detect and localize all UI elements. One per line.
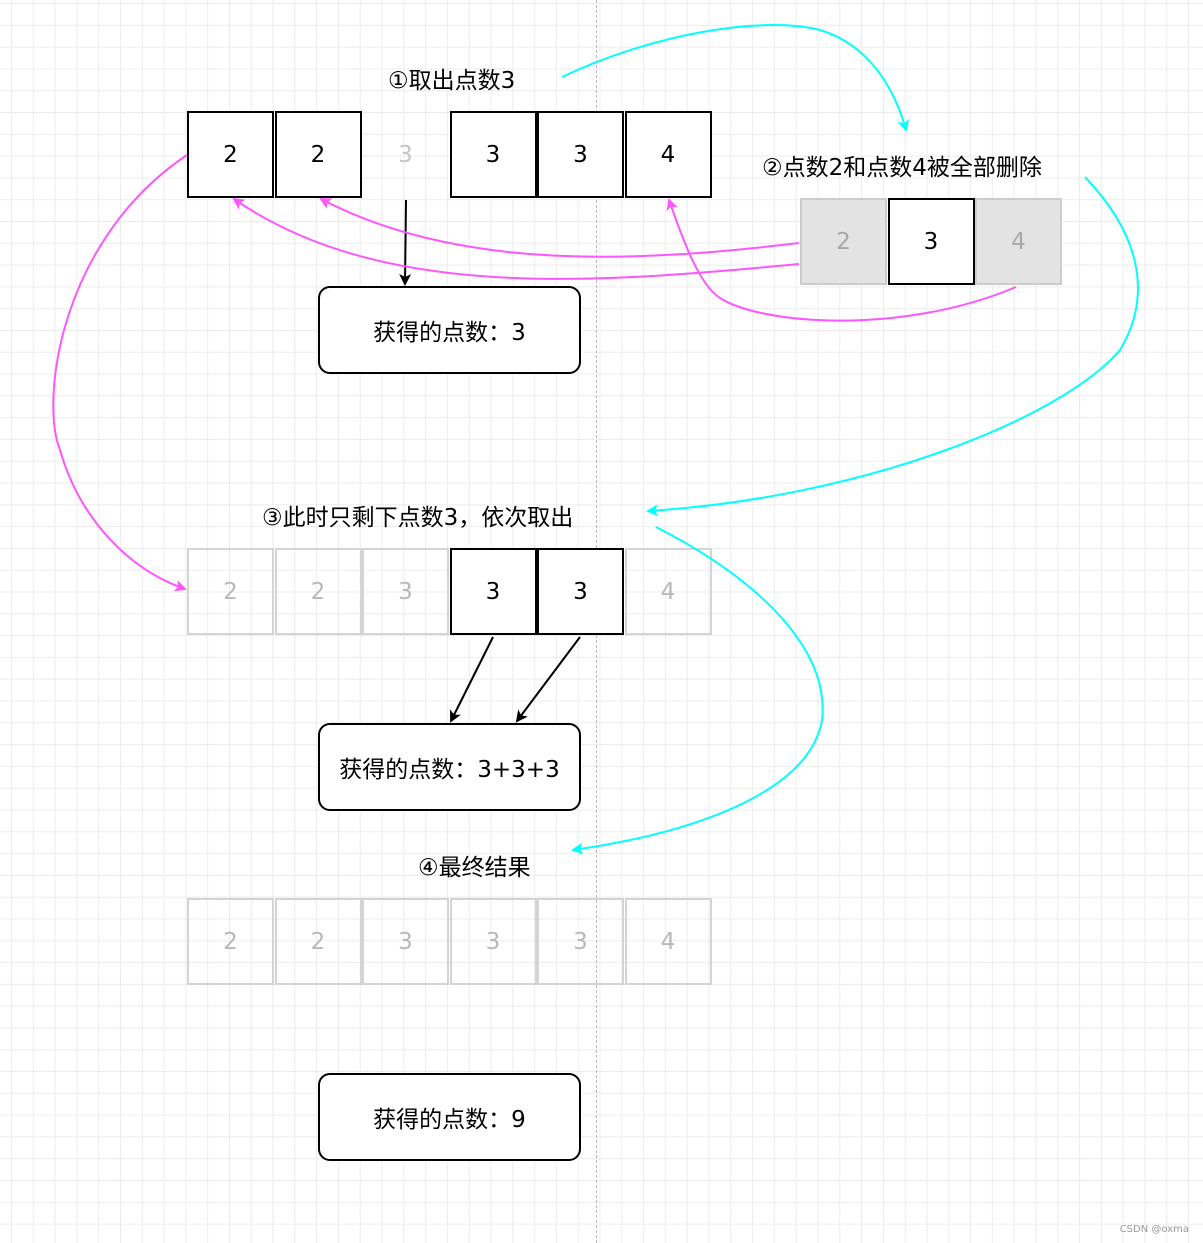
- card-row4-1: 2: [187, 898, 274, 985]
- card-row4-4: 3: [449, 898, 537, 985]
- card-row4-3: 3: [362, 898, 449, 985]
- result-box-3: 获得的点数：9: [318, 1073, 581, 1161]
- watermark: CSDN @oxma: [1119, 1224, 1189, 1235]
- card-row1-2: 2: [274, 111, 362, 198]
- card-row3-2: 2: [274, 548, 362, 635]
- card-side-3: 4: [975, 198, 1062, 285]
- card-row1-1: 2: [187, 111, 274, 198]
- result-box-1: 获得的点数：3: [318, 286, 581, 374]
- arrow-take-3-left: [450, 636, 494, 723]
- arrow-delete-4: [666, 198, 1017, 322]
- step2-label: ②点数2和点数4被全部删除: [762, 155, 1042, 181]
- card-row3-5: 3: [537, 548, 624, 635]
- card-row3-4: 3: [449, 548, 537, 635]
- arrow-take-3: [399, 199, 412, 286]
- card-row1-6: 4: [624, 111, 712, 198]
- card-side-2: 3: [887, 198, 975, 285]
- card-row1-3: 3: [398, 141, 413, 168]
- card-side-1: 2: [800, 198, 887, 285]
- card-row4-2: 2: [274, 898, 362, 985]
- card-row1-5: 3: [537, 111, 624, 198]
- arrow-take-3-right: [515, 636, 581, 723]
- card-row4-5: 3: [537, 898, 624, 985]
- step4-label: ④最终结果: [418, 855, 531, 881]
- card-row3-3: 3: [362, 548, 449, 635]
- result-box-2: 获得的点数：3+3+3: [318, 723, 581, 811]
- card-row3-1: 2: [187, 548, 274, 635]
- step1-label: ①取出点数3: [388, 68, 516, 94]
- card-row1-4: 3: [449, 111, 537, 198]
- arrow-delete-2a: [319, 198, 800, 258]
- step3-label: ③此时只剩下点数3，依次取出: [262, 505, 574, 531]
- arrow-step3-to-step4: [571, 526, 824, 855]
- card-row3-6: 4: [624, 548, 712, 635]
- arrow-row1-to-row3: [52, 154, 188, 592]
- arrow-step1-to-step2: [561, 24, 910, 132]
- card-row4-6: 4: [624, 898, 712, 985]
- arrow-delete-2b: [232, 197, 800, 280]
- arrow-step2-to-step3: [646, 176, 1139, 517]
